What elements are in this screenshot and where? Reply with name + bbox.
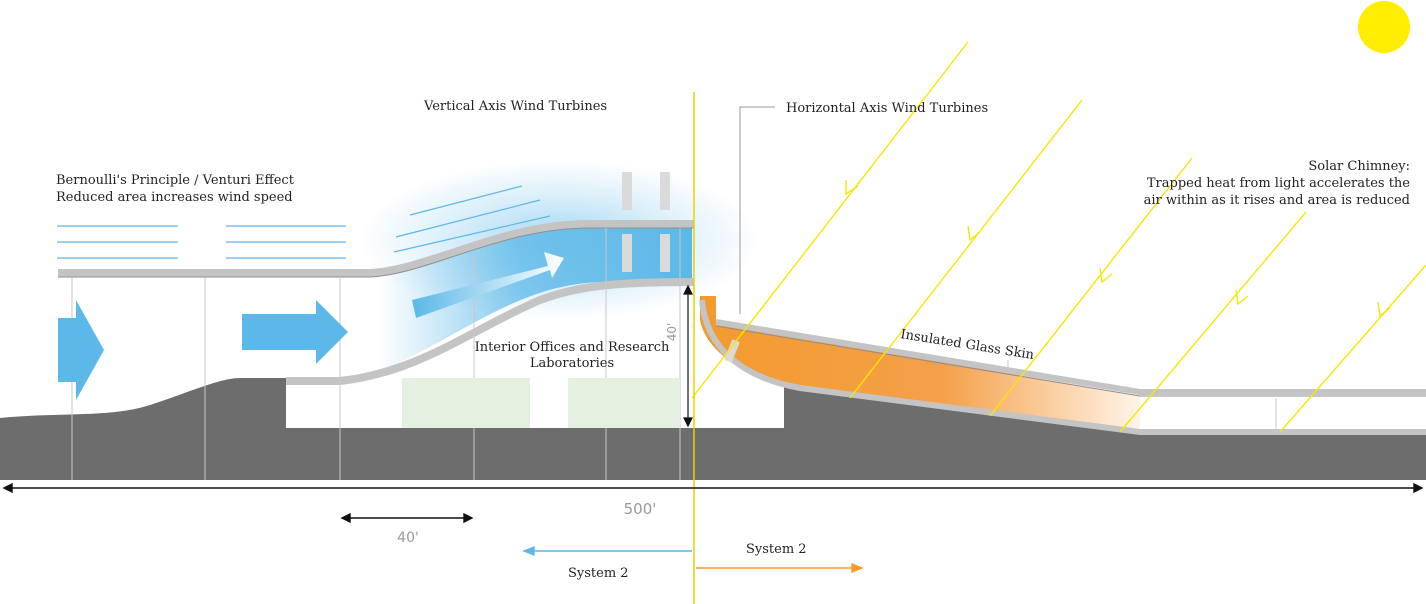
label-bernoulli-1: Bernoulli's Principle / Venturi Effect: [56, 173, 295, 188]
wind-streaks: [57, 185, 551, 259]
wind-arrow-1: [58, 300, 104, 400]
label-vertical-turbines: Vertical Axis Wind Turbines: [423, 99, 607, 114]
label-overall-width: 500': [624, 500, 657, 518]
label-system-left: System 2: [568, 566, 629, 581]
label-interior-2: Laboratories: [530, 356, 614, 371]
label-interior-1: Interior Offices and Research: [475, 340, 670, 355]
horizontal-turbine: [724, 339, 740, 363]
height-dimension: [683, 284, 693, 428]
lab-room-1: [402, 378, 530, 428]
label-height: 40': [665, 323, 679, 342]
label-horizontal-turbines: Horizontal Axis Wind Turbines: [786, 101, 988, 116]
ground-mass: [0, 378, 1426, 480]
venturi-duct: [380, 225, 692, 372]
wind-arrow-3: [412, 252, 564, 318]
glass-skin-upper: [715, 319, 1426, 395]
label-module-width: 40': [397, 530, 419, 546]
module-dimension: [340, 512, 474, 524]
roof-upper: [58, 220, 694, 277]
solar-chimney-heat: [700, 296, 1140, 430]
label-system-right: System 2: [746, 542, 807, 557]
label-solar-1: Solar Chimney:: [1308, 159, 1410, 174]
horizontal-turbine-leader: [739, 106, 775, 314]
label-solar-2: Trapped heat from light accelerates the: [1147, 176, 1410, 191]
wind-arrow-2: [242, 300, 348, 364]
vertical-turbines: [622, 172, 670, 272]
glass-skin-lower: [699, 299, 1426, 435]
duct-floor: [286, 278, 695, 385]
solar-rays: [691, 41, 1426, 433]
sun: [1358, 1, 1410, 53]
system-left-arrow: [522, 545, 692, 557]
solar-ray-arrowheads: [845, 180, 1391, 318]
system-right-arrow: [696, 562, 864, 574]
overall-dimension: [2, 482, 1424, 494]
label-solar-3: air within as it rises and area is reduc…: [1144, 193, 1410, 208]
lab-room-2: [568, 378, 680, 428]
label-bernoulli-2: Reduced area increases wind speed: [56, 190, 293, 205]
